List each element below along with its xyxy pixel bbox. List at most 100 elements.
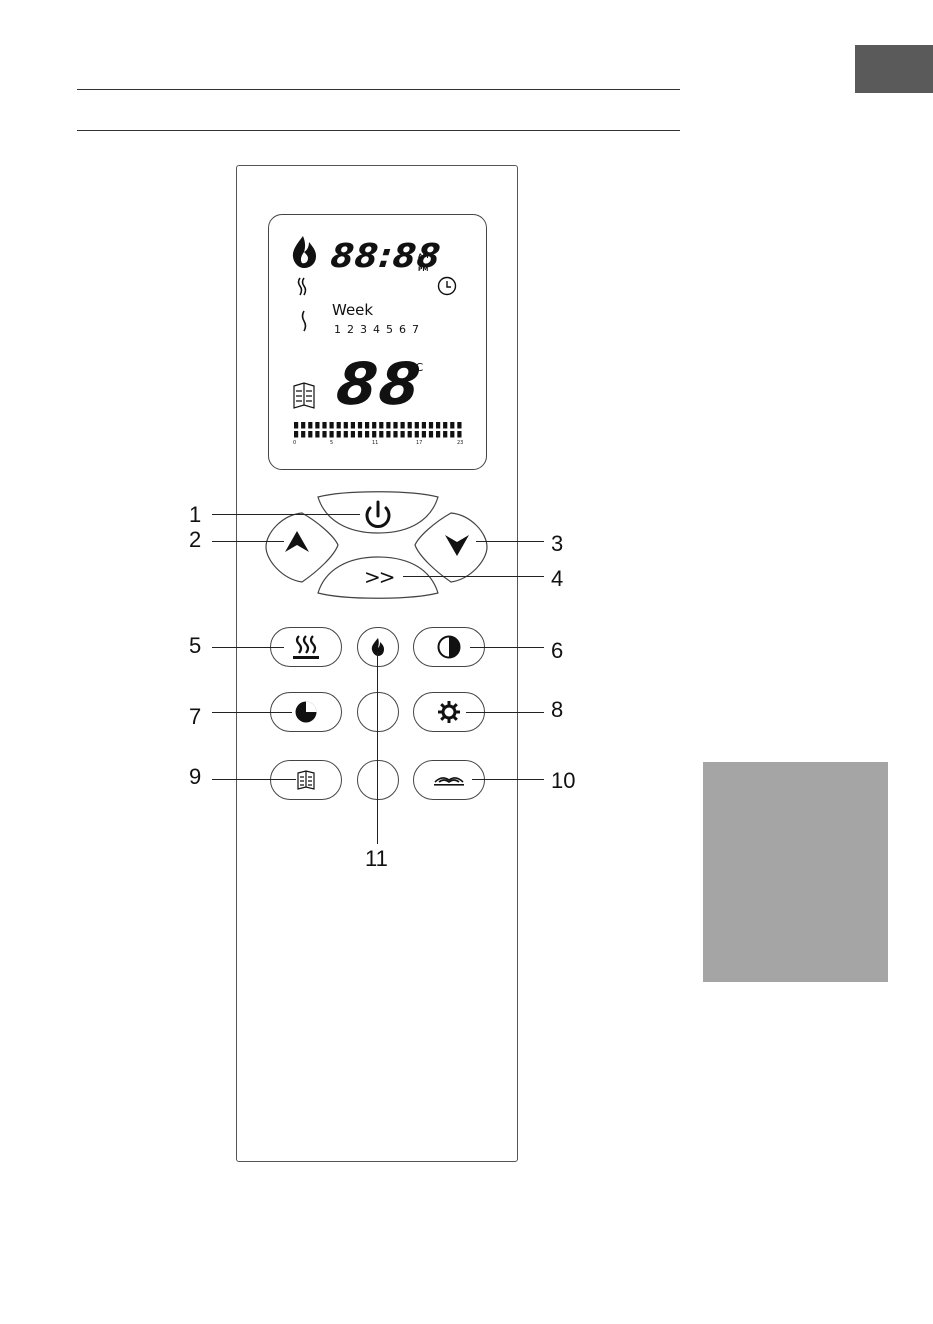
- hour-segment: [351, 431, 355, 438]
- callout-1: 1: [189, 504, 201, 526]
- week-day: 2: [347, 323, 354, 336]
- leader-line-3: [476, 541, 544, 542]
- hour-label: 0: [293, 440, 296, 446]
- hour-segment: [450, 422, 454, 429]
- leader-line-7: [212, 712, 292, 713]
- hour-segment: [443, 431, 447, 438]
- hour-scale: 0 5 11 17 23: [292, 440, 467, 448]
- blank-button-lower[interactable]: [357, 760, 399, 800]
- hour-segment: [337, 422, 341, 429]
- hour-segment: [301, 422, 305, 429]
- hour-segment: [372, 422, 376, 429]
- callout-2: 2: [189, 529, 201, 551]
- hour-label: 5: [330, 440, 333, 446]
- hour-segment: [408, 422, 412, 429]
- hour-segment: [294, 431, 298, 438]
- hour-segment: [450, 431, 454, 438]
- hour-segment: [457, 431, 461, 438]
- callout-4: 4: [551, 568, 563, 590]
- leader-line-8: [466, 712, 544, 713]
- hour-segment: [379, 431, 383, 438]
- hour-segment: [429, 422, 433, 429]
- hour-segment: [337, 431, 341, 438]
- hour-segment: [393, 422, 397, 429]
- hour-segment: [308, 422, 312, 429]
- hour-label: 23: [457, 440, 463, 446]
- hour-segment: [315, 422, 319, 429]
- callout-7: 7: [189, 706, 201, 728]
- callout-11: 11: [365, 848, 388, 870]
- hour-label: 11: [372, 440, 378, 446]
- hour-segment: [372, 431, 376, 438]
- hour-segment: [401, 431, 405, 438]
- hour-segment: [344, 431, 348, 438]
- hour-segment: [393, 431, 397, 438]
- hour-segment: [308, 431, 312, 438]
- hour-segment: [344, 422, 348, 429]
- gear-icon: [436, 699, 462, 725]
- language-tab-dark: [855, 45, 933, 93]
- hour-segment: [401, 422, 405, 429]
- leader-line-5: [212, 647, 284, 648]
- second-rule: [77, 130, 680, 131]
- callout-10: 10: [551, 770, 575, 792]
- hour-segment: [429, 431, 433, 438]
- pie-timer-icon: [293, 699, 319, 725]
- callout-8: 8: [551, 699, 563, 721]
- window-icon: [296, 769, 316, 791]
- hour-segment: [294, 422, 298, 429]
- hour-segment: [386, 422, 390, 429]
- leader-line-2: [212, 541, 284, 542]
- hour-segment: [415, 431, 419, 438]
- hour-segment: [436, 422, 440, 429]
- hour-segment: [322, 431, 326, 438]
- hour-segment: [330, 431, 334, 438]
- leader-line-10: [472, 779, 544, 780]
- temperature-unit: °C: [410, 361, 423, 374]
- hour-segment: [443, 422, 447, 429]
- eco-button[interactable]: [413, 760, 485, 800]
- week-day: 3: [360, 323, 367, 336]
- leader-line-4: [403, 576, 544, 577]
- week-day: 4: [373, 323, 380, 336]
- hour-segment: [315, 431, 319, 438]
- callout-3: 3: [551, 533, 563, 555]
- hour-segment: [322, 422, 326, 429]
- language-tab-light: [703, 762, 888, 982]
- week-day: 6: [399, 323, 406, 336]
- window-open-button[interactable]: [270, 760, 342, 800]
- callout-5: 5: [189, 635, 201, 657]
- contrast-icon: [436, 634, 462, 660]
- top-rule: [77, 89, 680, 90]
- callout-6: 6: [551, 640, 563, 662]
- hour-segment: [457, 422, 461, 429]
- wave-mode-icon: [432, 773, 466, 787]
- hour-segment: [365, 422, 369, 429]
- leader-line-1: [212, 514, 360, 515]
- hour-segment: [422, 431, 426, 438]
- hour-bar-graph: [294, 422, 464, 440]
- week-day: 5: [386, 323, 393, 336]
- week-day: 1: [334, 323, 341, 336]
- leader-line-6: [470, 647, 544, 648]
- hour-segment: [415, 422, 419, 429]
- heating-waves-icon: [291, 633, 321, 661]
- leader-line-11: [377, 652, 378, 844]
- week-day: 7: [412, 323, 419, 336]
- hour-segment: [351, 422, 355, 429]
- hour-segment: [386, 431, 390, 438]
- hour-segment: [330, 422, 334, 429]
- hour-segment: [358, 422, 362, 429]
- hour-segment: [365, 431, 369, 438]
- hour-segment: [358, 431, 362, 438]
- blank-button-middle[interactable]: [357, 692, 399, 732]
- am-indicator: AM: [418, 253, 429, 260]
- flame-button[interactable]: [357, 627, 399, 667]
- hour-segment: [301, 431, 305, 438]
- hour-segment: [422, 422, 426, 429]
- hour-label: 17: [416, 440, 422, 446]
- pm-indicator: PM: [418, 266, 428, 273]
- hour-segment: [379, 422, 383, 429]
- hour-segment: [436, 431, 440, 438]
